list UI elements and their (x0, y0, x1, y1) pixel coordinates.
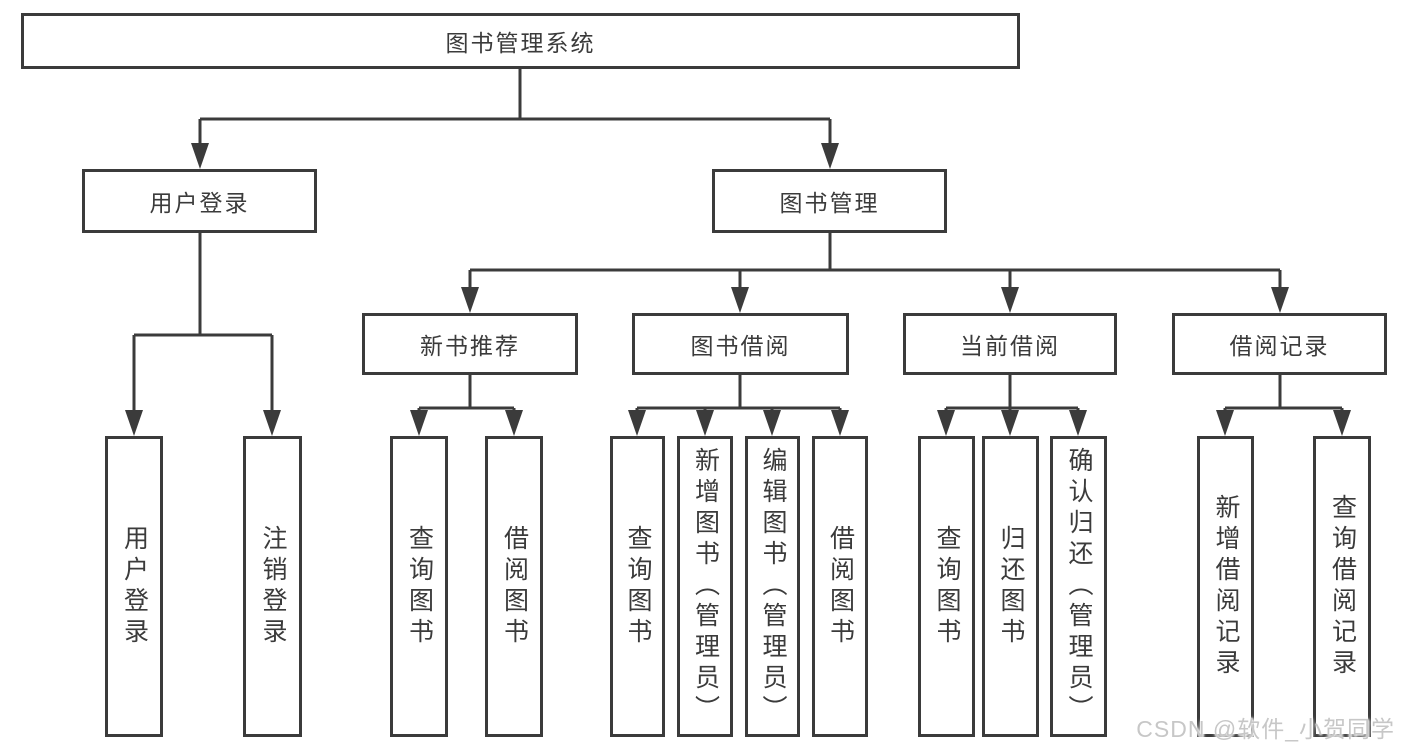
leaf-confirm-return-admin: 确认归还（管理员） (1050, 436, 1107, 737)
leaf-borrow-books-recommend: 借阅图书 (485, 436, 543, 737)
leaf-add-borrow-record: 新增借阅记录 (1197, 436, 1254, 737)
node-current-borrowing: 当前借阅 (903, 313, 1117, 375)
node-new-book-recommendation: 新书推荐 (362, 313, 578, 375)
node-user-login-branch: 用户登录 (82, 169, 317, 233)
leaf-return-books: 归还图书 (982, 436, 1039, 737)
node-borrowing-records: 借阅记录 (1172, 313, 1387, 375)
leaf-query-books-current: 查询图书 (918, 436, 975, 737)
leaf-query-borrow-record: 查询借阅记录 (1313, 436, 1371, 737)
leaf-query-books-borrowing: 查询图书 (610, 436, 665, 737)
node-library-management-system: 图书管理系统 (21, 13, 1020, 69)
leaf-add-books-admin: 新增图书（管理员） (677, 436, 733, 737)
node-book-borrowing: 图书借阅 (632, 313, 849, 375)
leaf-borrow-books-borrowing: 借阅图书 (812, 436, 868, 737)
arrowheads (125, 143, 1351, 436)
csdn-watermark: CSDN @软件_小贺同学 (1136, 716, 1395, 742)
leaf-user-login: 用户登录 (105, 436, 163, 737)
leaf-query-books-recommend: 查询图书 (390, 436, 448, 737)
node-book-management-branch: 图书管理 (712, 169, 947, 233)
leaf-logout: 注销登录 (243, 436, 302, 737)
leaf-edit-books-admin: 编辑图书（管理员） (745, 436, 800, 737)
